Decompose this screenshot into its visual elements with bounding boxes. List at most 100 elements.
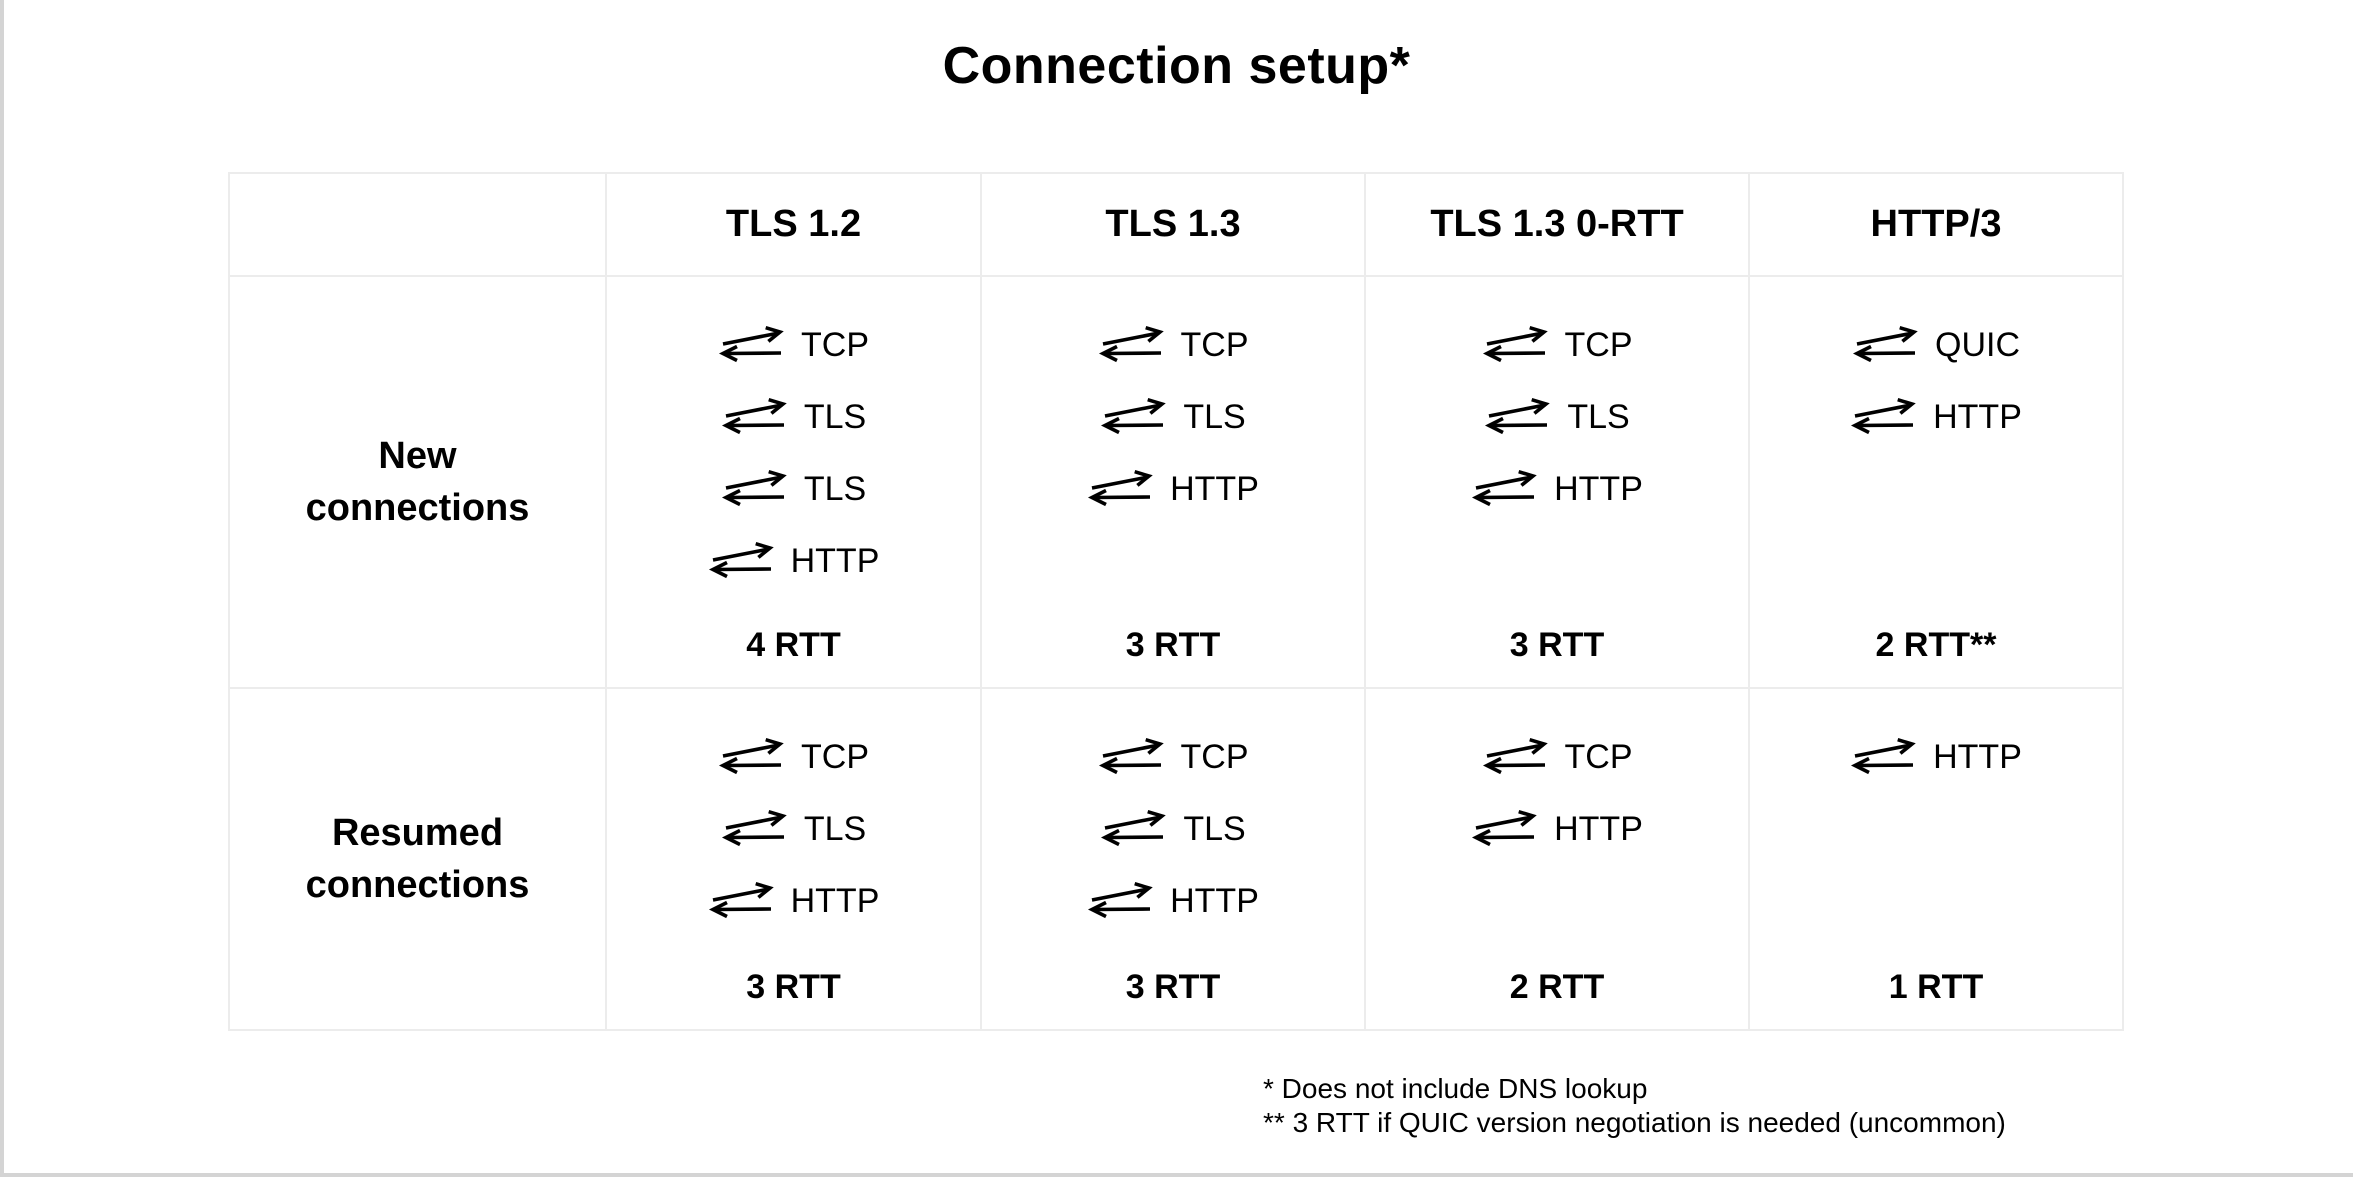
round-trip-arrows-icon [1101, 809, 1167, 847]
column-header-http-3: HTTP/3 [1750, 174, 2122, 275]
round-trip-arrows-icon [718, 325, 784, 363]
round-trip-arrows-icon [1482, 737, 1548, 775]
rtt-total: 2 RTT** [1875, 626, 1997, 664]
handshake-steps: TCP TLS HTTP [708, 734, 880, 920]
round-trip-arrows-icon [1098, 325, 1164, 363]
round-trip-arrows-icon [1482, 325, 1548, 363]
handshake-step: TLS [1100, 806, 1246, 848]
handshake-step: HTTP [1087, 466, 1259, 508]
round-trip-arrows-icon [708, 541, 774, 579]
handshake-steps: TCP TLS HTTP [1471, 322, 1643, 508]
handshake-steps: TCP TLS HTTP [1087, 734, 1259, 920]
step-label: TCP [1564, 737, 1633, 776]
page-title: Connection setup* [942, 37, 1411, 95]
protocol-cell-tls-1-3: TCP TLS HTTP 3 RTT [982, 689, 1364, 1029]
round-trip-arrows-icon [708, 881, 774, 919]
step-label: HTTP [1170, 881, 1259, 920]
handshake-step: HTTP [1471, 466, 1643, 508]
handshake-steps: TCP TLS TLS HTTP [708, 322, 880, 580]
handshake-step: HTTP [708, 878, 880, 920]
page-bottom-edge [0, 1173, 2353, 1177]
handshake-step: TCP [718, 734, 869, 776]
protocol-cell-tls-1-3-0-rtt: TCP TLS HTTP 3 RTT [1366, 277, 1748, 687]
page-left-edge [0, 0, 4, 1177]
footnotes: * Does not include DNS lookup ** 3 RTT i… [1263, 1072, 2006, 1140]
column-header-tls-1-3-0-rtt: TLS 1.3 0-RTT [1366, 174, 1748, 275]
column-header-tls-1-2: TLS 1.2 [607, 174, 980, 275]
rtt-total: 3 RTT [1509, 626, 1605, 664]
step-label: TCP [1180, 325, 1249, 364]
step-label: TLS [803, 809, 867, 848]
rtt-total: 3 RTT [1125, 968, 1221, 1006]
step-label: TLS [1183, 809, 1246, 848]
handshake-step: TCP [718, 322, 869, 364]
step-label: TLS [1183, 397, 1246, 436]
round-trip-arrows-icon [1098, 737, 1164, 775]
handshake-step: TCP [1098, 734, 1249, 776]
protocol-cell-http-3: HTTP 1 RTT [1750, 689, 2122, 1029]
column-header-tls-1-3: TLS 1.3 [982, 174, 1364, 275]
rtt-total: 3 RTT [1125, 626, 1221, 664]
step-label: HTTP [1554, 469, 1643, 508]
step-label: HTTP [790, 541, 880, 580]
handshake-steps: TCP HTTP [1471, 734, 1643, 848]
footnote-dns-lookup: * Does not include DNS lookup [1263, 1073, 1648, 1104]
handshake-step: HTTP [1850, 734, 2022, 776]
step-label: HTTP [1554, 809, 1643, 848]
round-trip-arrows-icon [1088, 881, 1153, 919]
handshake-step: TLS [721, 806, 866, 848]
handshake-step: QUIC [1852, 322, 2020, 364]
step-label: HTTP [1170, 469, 1259, 508]
step-label: TCP [801, 325, 869, 364]
step-label: HTTP [790, 881, 880, 920]
protocol-cell-tls-1-2: TCP TLS HTTP 3 RTT [607, 689, 980, 1029]
round-trip-arrows-icon [1485, 397, 1551, 435]
step-label: HTTP [1933, 737, 2022, 776]
step-label: TLS [803, 469, 867, 508]
handshake-step: TCP [1482, 734, 1633, 776]
round-trip-arrows-icon [1472, 809, 1537, 847]
step-label: TCP [1564, 325, 1633, 364]
round-trip-arrows-icon [1851, 737, 1916, 775]
round-trip-arrows-icon [1852, 325, 1918, 363]
handshake-step: TLS [721, 394, 866, 436]
round-trip-arrows-icon [718, 737, 784, 775]
rtt-total: 2 RTT [1509, 968, 1605, 1006]
protocol-cell-tls-1-2: TCP TLS TLS HTTP 4 RTT [607, 277, 980, 687]
handshake-step: TCP [1098, 322, 1249, 364]
round-trip-arrows-icon [1101, 397, 1167, 435]
step-label: TLS [803, 397, 867, 436]
step-label: TLS [1567, 397, 1630, 436]
column-header-empty [230, 174, 605, 275]
step-label: HTTP [1933, 397, 2022, 436]
handshake-step: HTTP [1850, 394, 2022, 436]
footnote-quic-negotiation: ** 3 RTT if QUIC version negotiation is … [1263, 1107, 2006, 1138]
handshake-step: TLS [721, 466, 866, 508]
handshake-step: HTTP [708, 538, 880, 580]
handshake-step: HTTP [1471, 806, 1643, 848]
handshake-step: TCP [1482, 322, 1633, 364]
round-trip-arrows-icon [1472, 469, 1537, 507]
protocol-cell-http-3: QUIC HTTP 2 RTT** [1750, 277, 2122, 687]
rtt-total: 1 RTT [1888, 968, 1984, 1006]
protocol-cell-tls-1-3-0-rtt: TCP HTTP 2 RTT [1366, 689, 1748, 1029]
step-label: TCP [801, 737, 869, 776]
round-trip-arrows-icon [1851, 397, 1916, 435]
round-trip-arrows-icon [721, 469, 787, 507]
step-label: TCP [1180, 737, 1249, 776]
round-trip-arrows-icon [721, 397, 787, 435]
handshake-step: TLS [1484, 394, 1630, 436]
rtt-total: 4 RTT [746, 626, 841, 664]
handshake-steps: HTTP [1850, 734, 2022, 776]
handshake-step: TLS [1100, 394, 1246, 436]
round-trip-arrows-icon [1088, 469, 1153, 507]
round-trip-arrows-icon [721, 809, 787, 847]
step-label: QUIC [1935, 325, 2020, 364]
rtt-total: 3 RTT [746, 968, 841, 1006]
handshake-steps: TCP TLS HTTP [1087, 322, 1259, 508]
handshake-steps: QUIC HTTP [1850, 322, 2022, 436]
